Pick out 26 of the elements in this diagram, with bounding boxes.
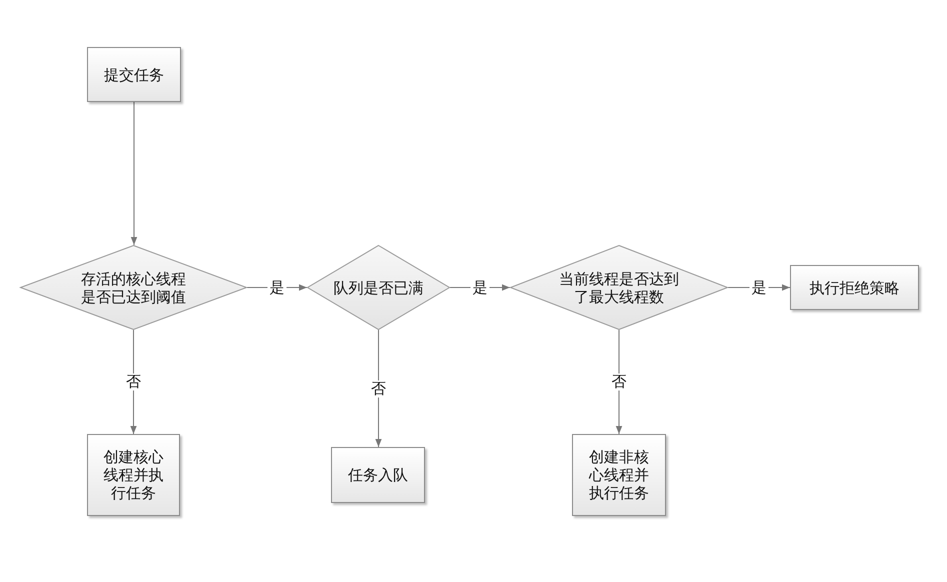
node-label: 执行拒绝策略 <box>808 278 900 296</box>
arrow <box>130 330 137 434</box>
edge-label: 否 <box>369 380 388 397</box>
decision-diamond <box>510 245 728 330</box>
arrow <box>616 330 622 434</box>
edge-label: 否 <box>124 374 143 390</box>
process-box <box>331 447 425 503</box>
node-label: 任务入队 <box>347 466 409 484</box>
process-box <box>87 47 181 102</box>
edge-label: 是 <box>470 279 490 296</box>
process-box <box>790 265 919 310</box>
arrow <box>130 102 138 246</box>
node-label: 提交任务 <box>103 66 165 84</box>
edge-label: 是 <box>268 279 286 296</box>
edge-label: 是 <box>750 279 768 296</box>
edge-label: 否 <box>610 374 628 390</box>
node-label: 创建非核心线程并执行任务 <box>588 448 650 502</box>
arrow <box>375 330 382 448</box>
process-box <box>572 434 666 516</box>
decision-diamond <box>20 245 247 330</box>
process-box <box>87 434 180 516</box>
node-label: 队列是否已满 <box>332 278 424 296</box>
decision-diamond <box>307 245 450 330</box>
node-label: 存活的核心线程是否已达到阈值 <box>80 270 187 306</box>
node-label: 当前线程是否达到了最大线程数 <box>558 270 680 306</box>
node-label: 创建核心线程并执行任务 <box>102 448 164 502</box>
